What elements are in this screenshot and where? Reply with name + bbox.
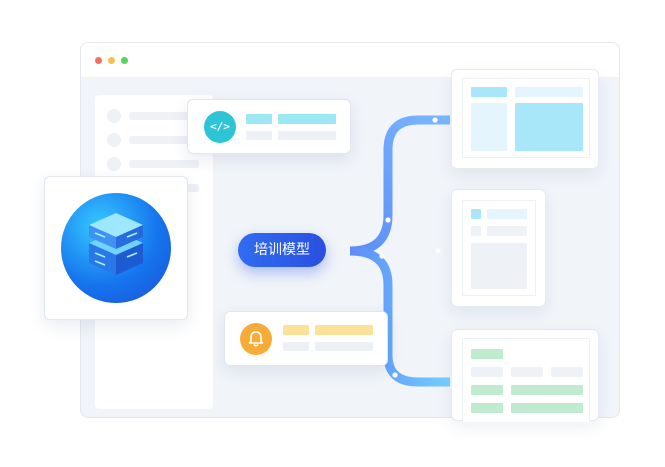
sidebar-item-avatar [107, 133, 121, 147]
panel-dashboard-header [471, 87, 507, 97]
notification-card-tag [283, 325, 309, 335]
sidebar-item-line [129, 136, 199, 144]
panel-form[interactable] [451, 189, 546, 307]
panel-form-field [487, 209, 527, 219]
code-card-tag [246, 114, 272, 124]
code-card[interactable]: </> [187, 99, 351, 154]
panel-table-cell [511, 367, 543, 377]
panel-table-cell [551, 367, 583, 377]
panel-table-cell [471, 385, 503, 395]
panel-dashboard[interactable] [451, 69, 599, 169]
panel-table-header [471, 349, 503, 359]
panel-table-cell [511, 403, 583, 413]
panel-table-frame [462, 338, 590, 422]
wire-hub-to-top [349, 115, 450, 256]
wire-node [432, 117, 438, 123]
panel-dashboard-frame [462, 78, 590, 158]
bell-icon [240, 323, 272, 355]
panel-table-cell [471, 403, 503, 413]
code-card-meta [246, 131, 272, 140]
wire-node [435, 248, 441, 254]
panel-table-cell [471, 367, 503, 377]
panel-form-marker [471, 226, 481, 236]
window-minimize-dot[interactable] [108, 57, 115, 64]
code-card-title [278, 114, 336, 124]
sidebar-item-avatar [107, 109, 121, 123]
training-model-node[interactable]: 培训模型 [238, 233, 326, 267]
panel-dashboard-content [515, 103, 583, 151]
panel-dashboard-header [515, 87, 583, 97]
panel-table-cell [511, 385, 583, 395]
notification-card[interactable] [224, 311, 388, 366]
window-close-dot[interactable] [95, 57, 102, 64]
panel-form-textarea [471, 243, 527, 289]
code-card-meta [278, 131, 336, 140]
wire-node [202, 248, 208, 254]
sidebar-item-avatar [107, 157, 121, 171]
panel-form-field [487, 226, 527, 236]
sidebar-item-line [129, 112, 199, 120]
notification-card-meta [283, 342, 309, 351]
wire-node [385, 217, 391, 223]
window-maximize-dot[interactable] [121, 57, 128, 64]
sidebar-item-line [129, 160, 199, 168]
code-icon: </> [204, 111, 236, 143]
wire-node [392, 372, 398, 378]
wire-node [379, 253, 385, 259]
panel-form-frame [462, 200, 536, 296]
notification-card-title [315, 325, 373, 335]
panel-table[interactable] [451, 329, 599, 422]
notification-card-meta [315, 342, 373, 351]
panel-form-marker [471, 209, 481, 219]
server-stack-icon [89, 213, 143, 275]
panel-dashboard-sidebar [471, 103, 507, 151]
wire-hub-to-bottom [349, 246, 450, 387]
